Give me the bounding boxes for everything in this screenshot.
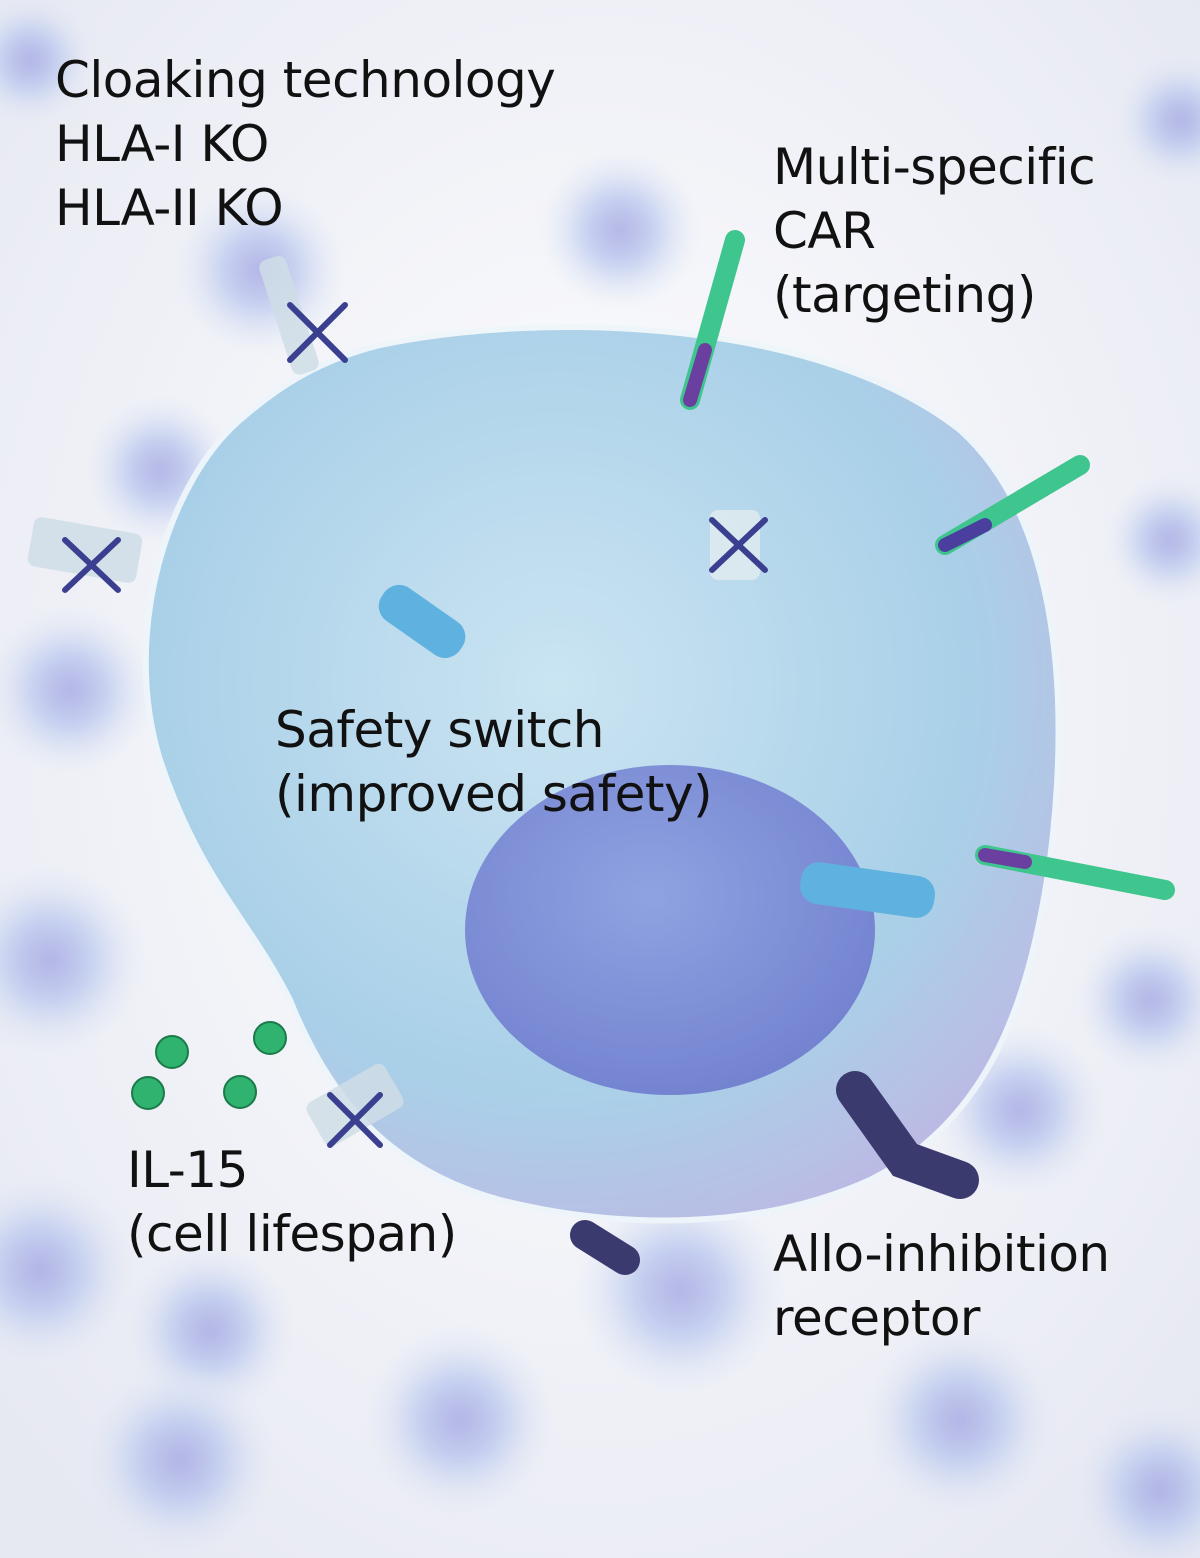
safety-line-2: (improved safety): [275, 765, 713, 823]
hla-i-ko: HLA-I KO: [55, 115, 269, 173]
nucleus: [465, 765, 875, 1095]
car-line-1: Multi-specific: [773, 138, 1096, 196]
il15-line-1: IL-15: [127, 1141, 248, 1199]
car-line-2: CAR: [773, 202, 876, 260]
safety-switch-label: Safety switch (improved safety): [275, 698, 713, 826]
cloaking-label: Cloaking technology HLA-I KO HLA-II KO: [55, 48, 556, 240]
car-line-3: (targeting): [773, 266, 1036, 324]
car-receptors: [680, 230, 1175, 900]
car-label: Multi-specific CAR (targeting): [773, 135, 1096, 327]
allo-inhibition-label: Allo-inhibition receptor: [773, 1222, 1110, 1350]
il15-molecules: [131, 1021, 287, 1110]
hla-ii-ko: HLA-II KO: [55, 179, 284, 237]
safety-switch-proteins: [378, 584, 936, 918]
cloaking-title: Cloaking technology: [55, 51, 556, 109]
allo-line-1: Allo-inhibition: [773, 1225, 1110, 1283]
hla-knockout-markers: [27, 255, 768, 1148]
allo-inhibition-receptors: [570, 1071, 979, 1275]
safety-line-1: Safety switch: [275, 701, 604, 759]
il15-line-2: (cell lifespan): [127, 1205, 457, 1263]
allo-line-2: receptor: [773, 1289, 980, 1347]
il15-label: IL-15 (cell lifespan): [127, 1138, 457, 1266]
